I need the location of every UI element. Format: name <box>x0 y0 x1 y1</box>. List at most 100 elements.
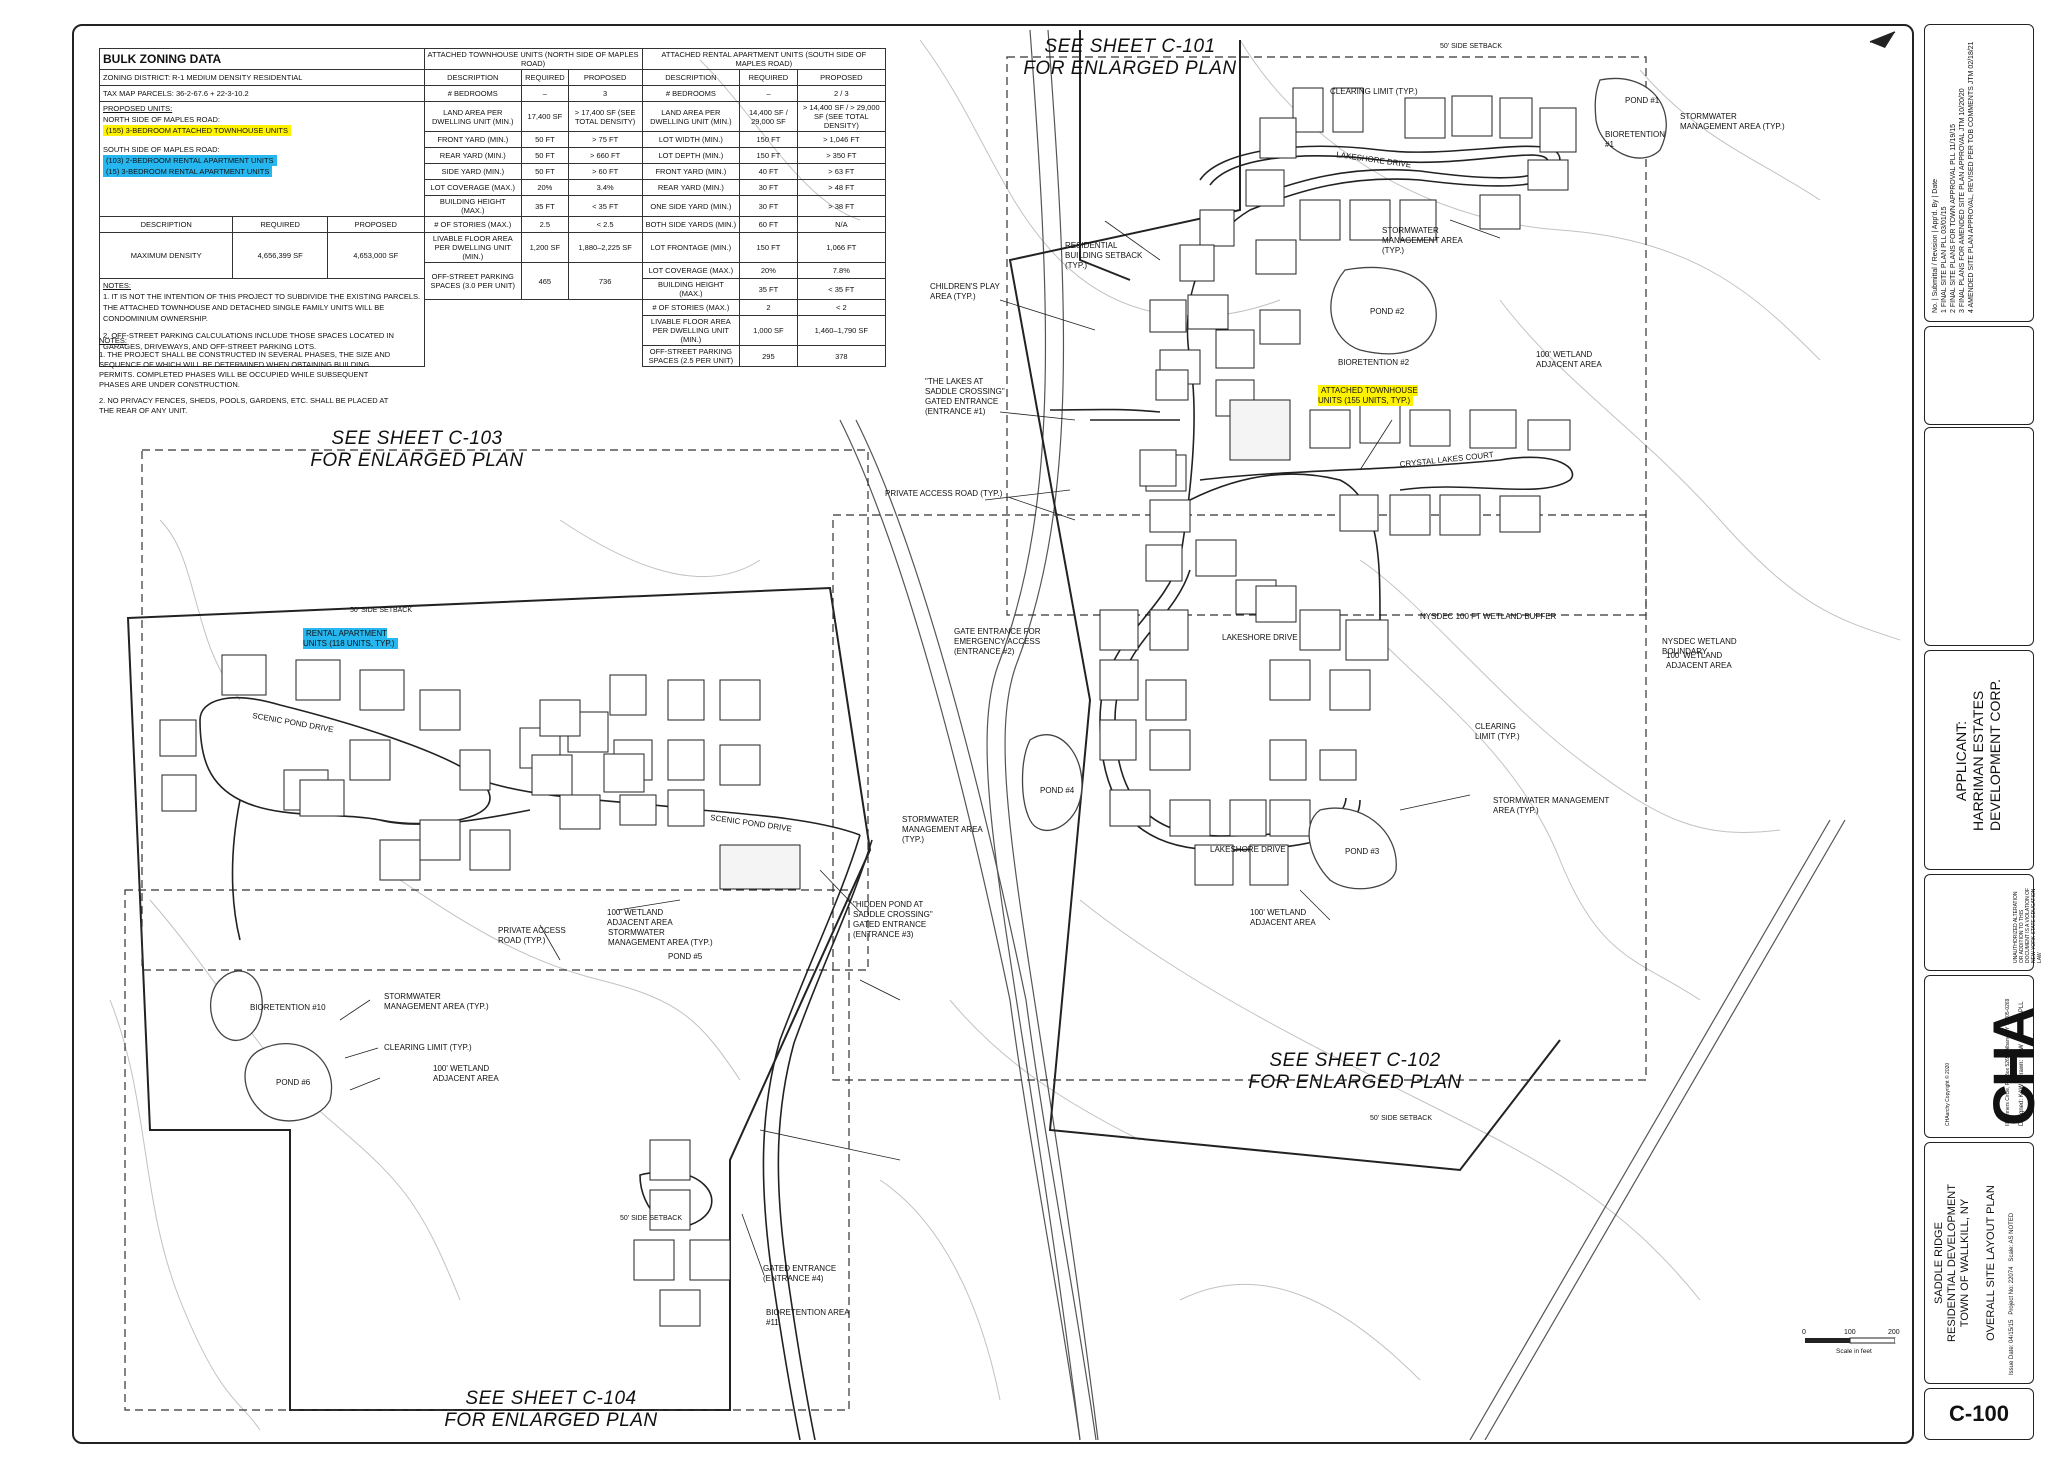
rev-cell: FINAL SITE PLANS FOR TOWN APPROVAL <box>1950 166 1957 308</box>
ra-row-cell: > 14,400 SF / > 29,000 SF (SEE TOTAL DEN… <box>796 101 887 132</box>
callout-private-access-1: PRIVATE ACCESS ROAD (TYP.) <box>885 489 1003 498</box>
sheet-number: C-100 <box>1949 1401 2009 1426</box>
ra-row-cell: > 38 FT <box>796 195 887 217</box>
density-header: PROPOSED <box>326 216 425 233</box>
drawn-by: Drawn: SHW <box>2019 1044 2025 1079</box>
ra-col-description: DESCRIPTION <box>641 69 741 86</box>
th-col-required: REQUIRED <box>521 69 569 86</box>
th-col-proposed: PROPOSED <box>567 69 643 86</box>
ra-row-cell: 1,000 SF <box>739 315 798 346</box>
zoning-notes-cell: NOTES: 1. IT IS NOT THE INTENTION OF THI… <box>99 278 425 367</box>
sheet-ref-c102-line1: SEE SHEET C-102 <box>1269 1050 1441 1071</box>
ra-row-cell: 35 FT <box>739 278 798 300</box>
callout-lakes-entrance: "THE LAKES AT SADDLE CROSSING" GATED ENT… <box>925 377 1005 416</box>
ra-row-cell: 30 FT <box>739 195 798 217</box>
sheet-ref-c101[interactable]: SEE SHEET C-101 FOR ENLARGED PLAN <box>1015 36 1245 80</box>
callout-stormwater-mid: STORMWATER MANAGEMENT AREA (TYP.) <box>1382 226 1463 255</box>
north-side-label: NORTH SIDE OF MAPLES ROAD: <box>103 115 220 124</box>
zoning-note-1: 1. IT IS NOT THE INTENTION OF THIS PROJE… <box>103 292 421 323</box>
designed-by: Designed: KAW <box>2019 1083 2025 1126</box>
zoning-notes-title: NOTES: <box>103 281 131 290</box>
general-note-1: 1. THE PROJECT SHALL BE CONSTRUCTED IN S… <box>99 350 391 389</box>
applicant-label: APPLICANT: <box>1953 720 1969 802</box>
rental-header: ATTACHED RENTAL APARTMENT UNITS (SOUTH S… <box>641 48 887 70</box>
ra-row-cell: 14,400 SF / 29,000 SF <box>739 101 798 132</box>
zoning-note-2: 2. OFF-STREET PARKING CALCULATIONS INCLU… <box>103 331 394 351</box>
ra-row-cell: REAR YARD (MIN.) <box>641 179 741 196</box>
callout-pond-2: POND #2 <box>1370 307 1405 316</box>
ra-row-cell: > 1,046 FT <box>796 131 887 148</box>
ra-row-cell: < 2 <box>796 299 887 316</box>
ra-row-cell: LOT FRONTAGE (MIN.) <box>641 232 741 263</box>
rev-cell: FINAL PLANS FOR AMENDED SITE PLAN APPROV… <box>1959 133 1966 308</box>
callout-wetland-boundary: NYSDEC WETLAND BOUNDARY <box>1662 637 1737 656</box>
callout-wetland-100-d: 100' WETLAND ADJACENT AREA <box>607 908 673 927</box>
leader-lines <box>339 219 1501 1276</box>
bulk-zoning-table: BULK ZONING DATA ATTACHED TOWNHOUSE UNIT… <box>98 48 887 367</box>
general-notes-title: NOTES: <box>99 336 127 345</box>
rev-cell: 3 <box>1959 309 1966 313</box>
sheet-number-block: C-100 <box>1924 1388 2034 1440</box>
ra-row-cell: LOT WIDTH (MIN.) <box>641 131 741 148</box>
th-row-cell: > 17,400 SF (SEE TOTAL DENSITY) <box>567 101 643 132</box>
ra-col-proposed: PROPOSED <box>796 69 887 86</box>
rev-cell: 1 <box>1941 309 1948 313</box>
sheet-title: OVERALL SITE LAYOUT PLAN <box>1985 1185 1997 1341</box>
revision-list: No. | Submittal / Revision | App'd. By |… <box>1932 41 1975 313</box>
seal-block: UNAUTHORIZED ALTERATION OR ADDITION TO T… <box>1924 874 2043 971</box>
designer-row: Designed: KAW Drawn: SHW Checked: PLL <box>2019 1001 2025 1126</box>
proposed-units-label: PROPOSED UNITS: <box>103 104 173 113</box>
rev-cell: PLL <box>1950 152 1957 165</box>
road-label-lakeshore-bottom: LAKESHORE DRIVE <box>1210 845 1286 854</box>
ra-row-cell: 60 FT <box>739 216 798 233</box>
callout-clearing-limit: CLEARING LIMIT (TYP.) <box>1330 87 1418 96</box>
setback-label-2: 50' SIDE SETBACK <box>350 607 412 614</box>
issue-row: Issue Date: 04/15/15 Project No: 22074 S… <box>2009 1213 2015 1375</box>
ra-row-cell: BUILDING HEIGHT (MAX.) <box>641 278 741 300</box>
sheet-ref-c103[interactable]: SEE SHEET C-103 FOR ENLARGED PLAN <box>302 428 532 472</box>
ra-row-cell: > 63 FT <box>796 163 887 180</box>
firm-address: III Winners Circle, PO Box 5269 • Albany… <box>2005 998 2011 1126</box>
rental-units-highlight: RENTAL APARTMENT UNITS (118 UNITS, TYP.) <box>303 628 398 649</box>
south-units-highlight-2: (15) 3-BEDROOM RENTAL APARTMENT UNITS <box>103 166 273 177</box>
general-note-2: 2. NO PRIVACY FENCES, SHEDS, POOLS, GARD… <box>99 396 389 415</box>
sheet-ref-c104[interactable]: SEE SHEET C-104 FOR ENLARGED PLAN <box>436 1388 666 1432</box>
issue-date: Issue Date: 04/15/15 <box>2009 1319 2015 1375</box>
ra-row-cell: > 48 FT <box>796 179 887 196</box>
sheet-ref-c102-line2: FOR ENLARGED PLAN <box>1248 1072 1462 1093</box>
th-row-cell: > 60 FT <box>567 163 643 180</box>
callout-pond-3: POND #3 <box>1345 847 1380 856</box>
sheet-ref-c101-line1: SEE SHEET C-101 <box>1044 36 1216 57</box>
th-row-cell: REAR YARD (MIN.) <box>423 147 523 164</box>
ra-row-cell: LIVABLE FLOOR AREA PER DWELLING UNIT (MI… <box>641 315 741 346</box>
ra-row-cell: < 35 FT <box>796 278 887 300</box>
sheet-ref-c102[interactable]: SEE SHEET C-102 FOR ENLARGED PLAN <box>1240 1050 1470 1094</box>
th-row-cell: 50 FT <box>521 163 569 180</box>
callout-stormwater-w: STORMWATER MANAGEMENT AREA (TYP.) <box>384 992 489 1011</box>
project-number: Project No: 22074 <box>2009 1266 2015 1315</box>
rev-cell: JTM <box>1968 70 1975 85</box>
rev-header-no: No. <box>1932 302 1939 313</box>
th-row-cell: 736 <box>567 262 643 300</box>
project-line-1: SADDLE RIDGE <box>1933 1222 1945 1304</box>
th-row-cell: – <box>521 85 569 102</box>
density-cell: 4,653,000 SF <box>326 232 425 279</box>
ra-col-required: REQUIRED <box>739 69 798 86</box>
callout-gated-entrance-4: GATED ENTRANCE (ENTRANCE #4) <box>763 1264 837 1283</box>
density-cell: 4,656,399 SF <box>232 232 328 279</box>
general-notes: NOTES: 1. THE PROJECT SHALL BE CONSTRUCT… <box>99 336 399 416</box>
th-row-cell: SIDE YARD (MIN.) <box>423 163 523 180</box>
tax-map: TAX MAP PARCELS: 36-2-67.6 + 22-3-10.2 <box>99 85 425 102</box>
townhouse-buildings <box>1099 87 1577 886</box>
th-row-cell: 3.4% <box>567 179 643 196</box>
ra-row-cell: # BEDROOMS <box>641 85 741 102</box>
road-label-crystal-lakes: CRYSTAL LAKES COURT <box>1399 450 1494 469</box>
south-units-highlight-1: (103) 2-BEDROOM RENTAL APARTMENT UNITS <box>103 155 277 166</box>
th-row-cell: OFF-STREET PARKING SPACES (3.0 PER UNIT) <box>423 262 523 300</box>
callout-rental-units: RENTAL APARTMENT UNITS (118 UNITS, TYP.) <box>303 628 413 649</box>
applicant-block: APPLICANT: HARRIMAN ESTATES DEVELOPMENT … <box>1924 650 2034 870</box>
ra-row-cell: 20% <box>739 262 798 279</box>
spacer-cell <box>423 345 643 367</box>
callout-wetland-buffer: NYSDEC 100 FT WETLAND BUFFER <box>1420 612 1557 621</box>
